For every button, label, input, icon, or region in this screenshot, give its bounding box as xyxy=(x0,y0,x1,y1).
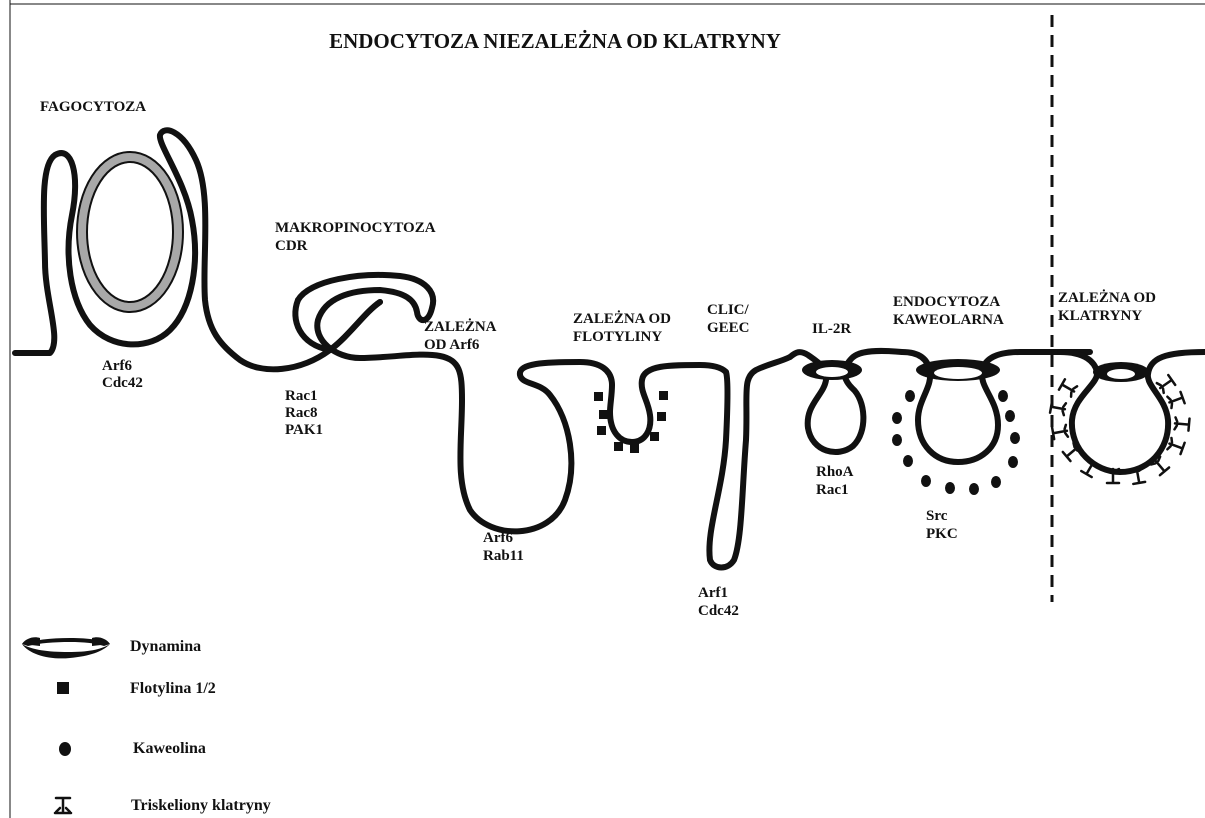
caveolar-protein-1: Src xyxy=(926,508,948,524)
arf6-pathway-title-1: ZALEŻNA xyxy=(424,318,497,335)
dynamin-ring-icon xyxy=(22,637,110,658)
flotillin-pathway-title-1: ZALEŻNA OD xyxy=(573,310,671,327)
clathrin-title-2: KLATRYNY xyxy=(1058,308,1142,324)
clathrin-dynamin-hole xyxy=(1107,369,1135,379)
flotillin-pathway-title-2: FLOTYLINY xyxy=(573,329,662,345)
phagosome-ring xyxy=(82,157,178,307)
caveolar-dynamin-hole xyxy=(934,367,982,379)
clic-geec-protein-2: Cdc42 xyxy=(698,603,739,619)
phagocytosis-protein-2: Cdc42 xyxy=(102,375,143,391)
clic-geec-protein-1: Arf1 xyxy=(698,585,728,601)
clic-geec-title-1: CLIC/ xyxy=(707,302,750,318)
caveolar-protein-2: PKC xyxy=(926,526,958,542)
macropinocytosis-protein-1: Rac1 xyxy=(285,388,318,404)
triskelion-icon xyxy=(55,798,71,813)
il2r-dynamin-hole xyxy=(816,367,848,377)
legend-label-triskelion: Triskeliony klatryny xyxy=(131,797,271,814)
clathrin-title-1: ZALEŻNA OD xyxy=(1058,289,1156,306)
diagram-title: ENDOCYTOZA NIEZALEŻNA OD KLATRYNY xyxy=(329,29,781,53)
arf6-pathway-title-2: OD Arf6 xyxy=(424,337,480,353)
caveolin-markers xyxy=(892,390,1020,495)
macropinocytosis-title-2: CDR xyxy=(275,238,308,254)
phagocytosis-protein-1: Arf6 xyxy=(102,358,132,374)
macropinocytosis-title-1: MAKROPINOCYTOZA xyxy=(275,220,436,236)
phagocytosis-title: FAGOCYTOZA xyxy=(40,99,146,115)
flotillin-pit-membrane xyxy=(610,365,726,442)
phagocytosis-membrane xyxy=(15,130,380,369)
il2r-protein-1: RhoA xyxy=(816,464,854,480)
filled-circle-icon xyxy=(59,742,71,756)
arf6-pathway-protein-1: Arf6 xyxy=(483,530,513,546)
arf6-pathway-protein-2: Rab11 xyxy=(483,548,524,564)
filled-square-icon xyxy=(57,682,69,694)
legend-label-caveolin: Kaweolina xyxy=(133,740,206,757)
clic-geec-title-2: GEEC xyxy=(707,320,750,336)
clic-geec-membrane xyxy=(709,357,790,568)
legend-label-flotillin: Flotylina 1/2 xyxy=(130,680,216,697)
arf6-pathway-membrane xyxy=(460,362,612,531)
macropinocytosis-protein-2: Rac8 xyxy=(285,405,318,421)
il2r-protein-2: Rac1 xyxy=(816,482,849,498)
caveolar-title-2: KAWEOLARNA xyxy=(893,312,1004,328)
macropinocytosis-protein-3: PAK1 xyxy=(285,422,323,438)
legend: Dynamina Flotylina 1/2 Kaweolina Triskel… xyxy=(22,637,271,814)
legend-label-dynamin: Dynamina xyxy=(130,638,201,655)
caveolar-title-1: ENDOCYTOZA xyxy=(893,294,1000,310)
il2r-title: IL-2R xyxy=(812,321,851,337)
